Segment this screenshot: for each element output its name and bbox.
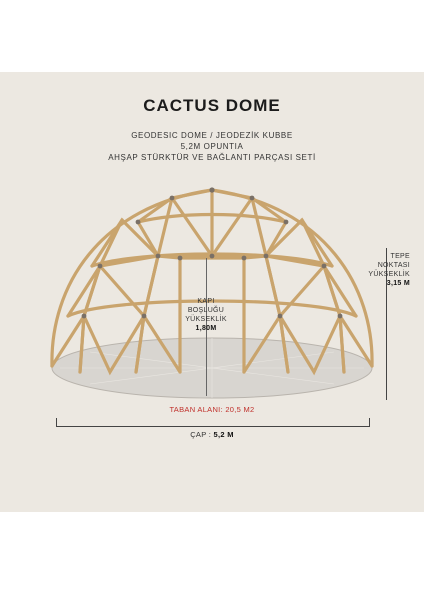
height-dimension-line (386, 248, 387, 400)
door-height-label: KAPI BOŞLUĞU YÜKSEKLİK 1,80M (176, 297, 236, 333)
door-height-line-1: KAPI (197, 298, 215, 305)
product-title: CACTUS DOME (143, 96, 281, 115)
door-dimension-line (206, 258, 207, 396)
diameter-label-text: ÇAP : (190, 430, 214, 439)
geodesic-dome-illustration (50, 187, 374, 399)
base-area-label: TABAN ALANI: 20,5 M2 (169, 405, 255, 414)
peak-height-line-1: TEPE (390, 253, 410, 260)
peak-height-label: TEPE NOKTASI YÜKSEKLİK 3,15 M (360, 252, 410, 288)
subtitle-line-3: AHŞAP STÜRKTÜR VE BAĞLANTI PARÇASI SETİ (108, 153, 316, 162)
door-height-value: 1,80M (195, 325, 217, 332)
door-height-line-3: YÜKSEKLİK (185, 316, 227, 323)
diameter-value: 5,2 M (213, 430, 234, 439)
peak-height-line-3: YÜKSEKLİK (368, 271, 410, 278)
diameter-dimension-line (56, 418, 370, 427)
product-background-panel (0, 72, 424, 512)
diameter-label: ÇAP : 5,2 M (0, 430, 424, 439)
door-height-line-2: BOŞLUĞU (187, 307, 225, 314)
subtitle-line-1: GEODESIC DOME / JEODEZİK KUBBE (131, 131, 293, 140)
peak-height-value: 3,15 M (386, 280, 410, 287)
subtitle-line-2: 5,2M OPUNTIA (180, 142, 244, 151)
peak-height-line-2: NOKTASI (377, 262, 410, 269)
